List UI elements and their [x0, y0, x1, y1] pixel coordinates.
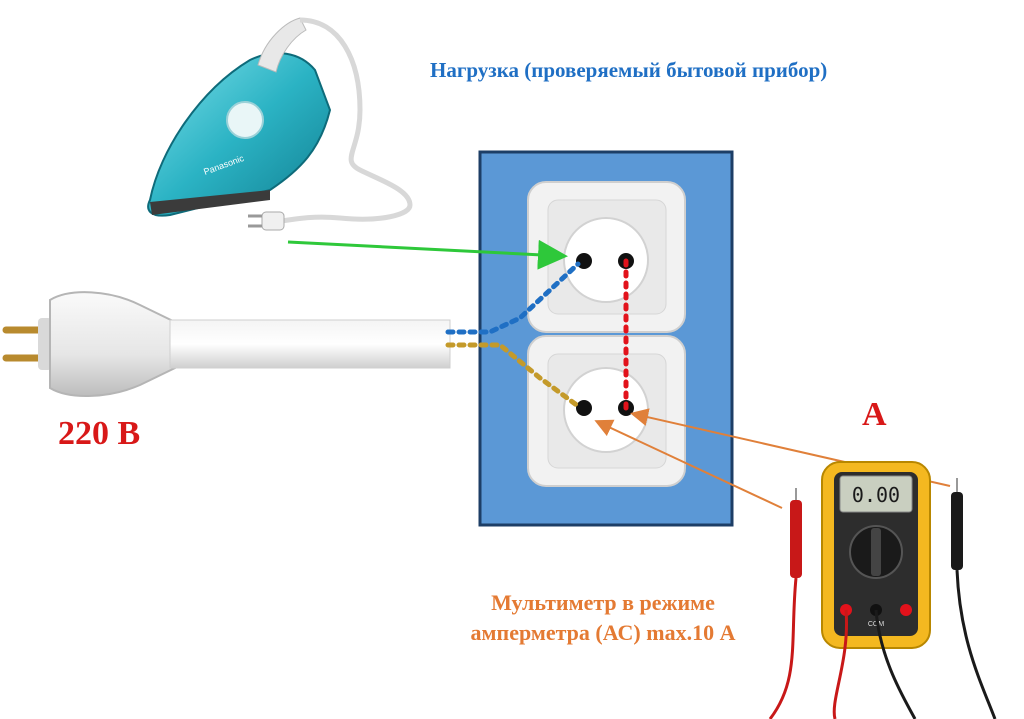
lower-socket-hole-left[interactable]	[576, 400, 592, 416]
multimeter: 0.00 COM	[821, 461, 931, 649]
ammeter-letter: А	[862, 396, 887, 433]
neutral-wire	[445, 261, 581, 335]
probe-line-red	[594, 419, 783, 509]
mains-plug	[2, 291, 451, 397]
upper-socket	[527, 181, 686, 333]
multimeter-display-reading: 0.00	[852, 483, 900, 507]
multimeter-caption-line2: амперметра (АС) max.10 А	[470, 620, 736, 645]
load-title: Нагрузка (проверяемый бытовой прибор)	[430, 58, 828, 82]
red-probe	[768, 488, 849, 719]
multimeter-caption-line1: Мультиметр в режиме	[491, 590, 715, 615]
voltage-label: 220 В	[58, 415, 141, 452]
com-port-label: COM	[868, 621, 885, 628]
lower-socket	[527, 335, 686, 487]
probe-jack-amp[interactable]	[900, 604, 912, 616]
earth-wire	[445, 342, 581, 409]
iron-appliance: Panasonic	[147, 17, 413, 231]
plug-in-arrow	[287, 239, 568, 270]
black-probe	[874, 478, 997, 719]
multimeter-caption: Мультиметр в режиме амперметра (АС) max.…	[430, 588, 776, 648]
